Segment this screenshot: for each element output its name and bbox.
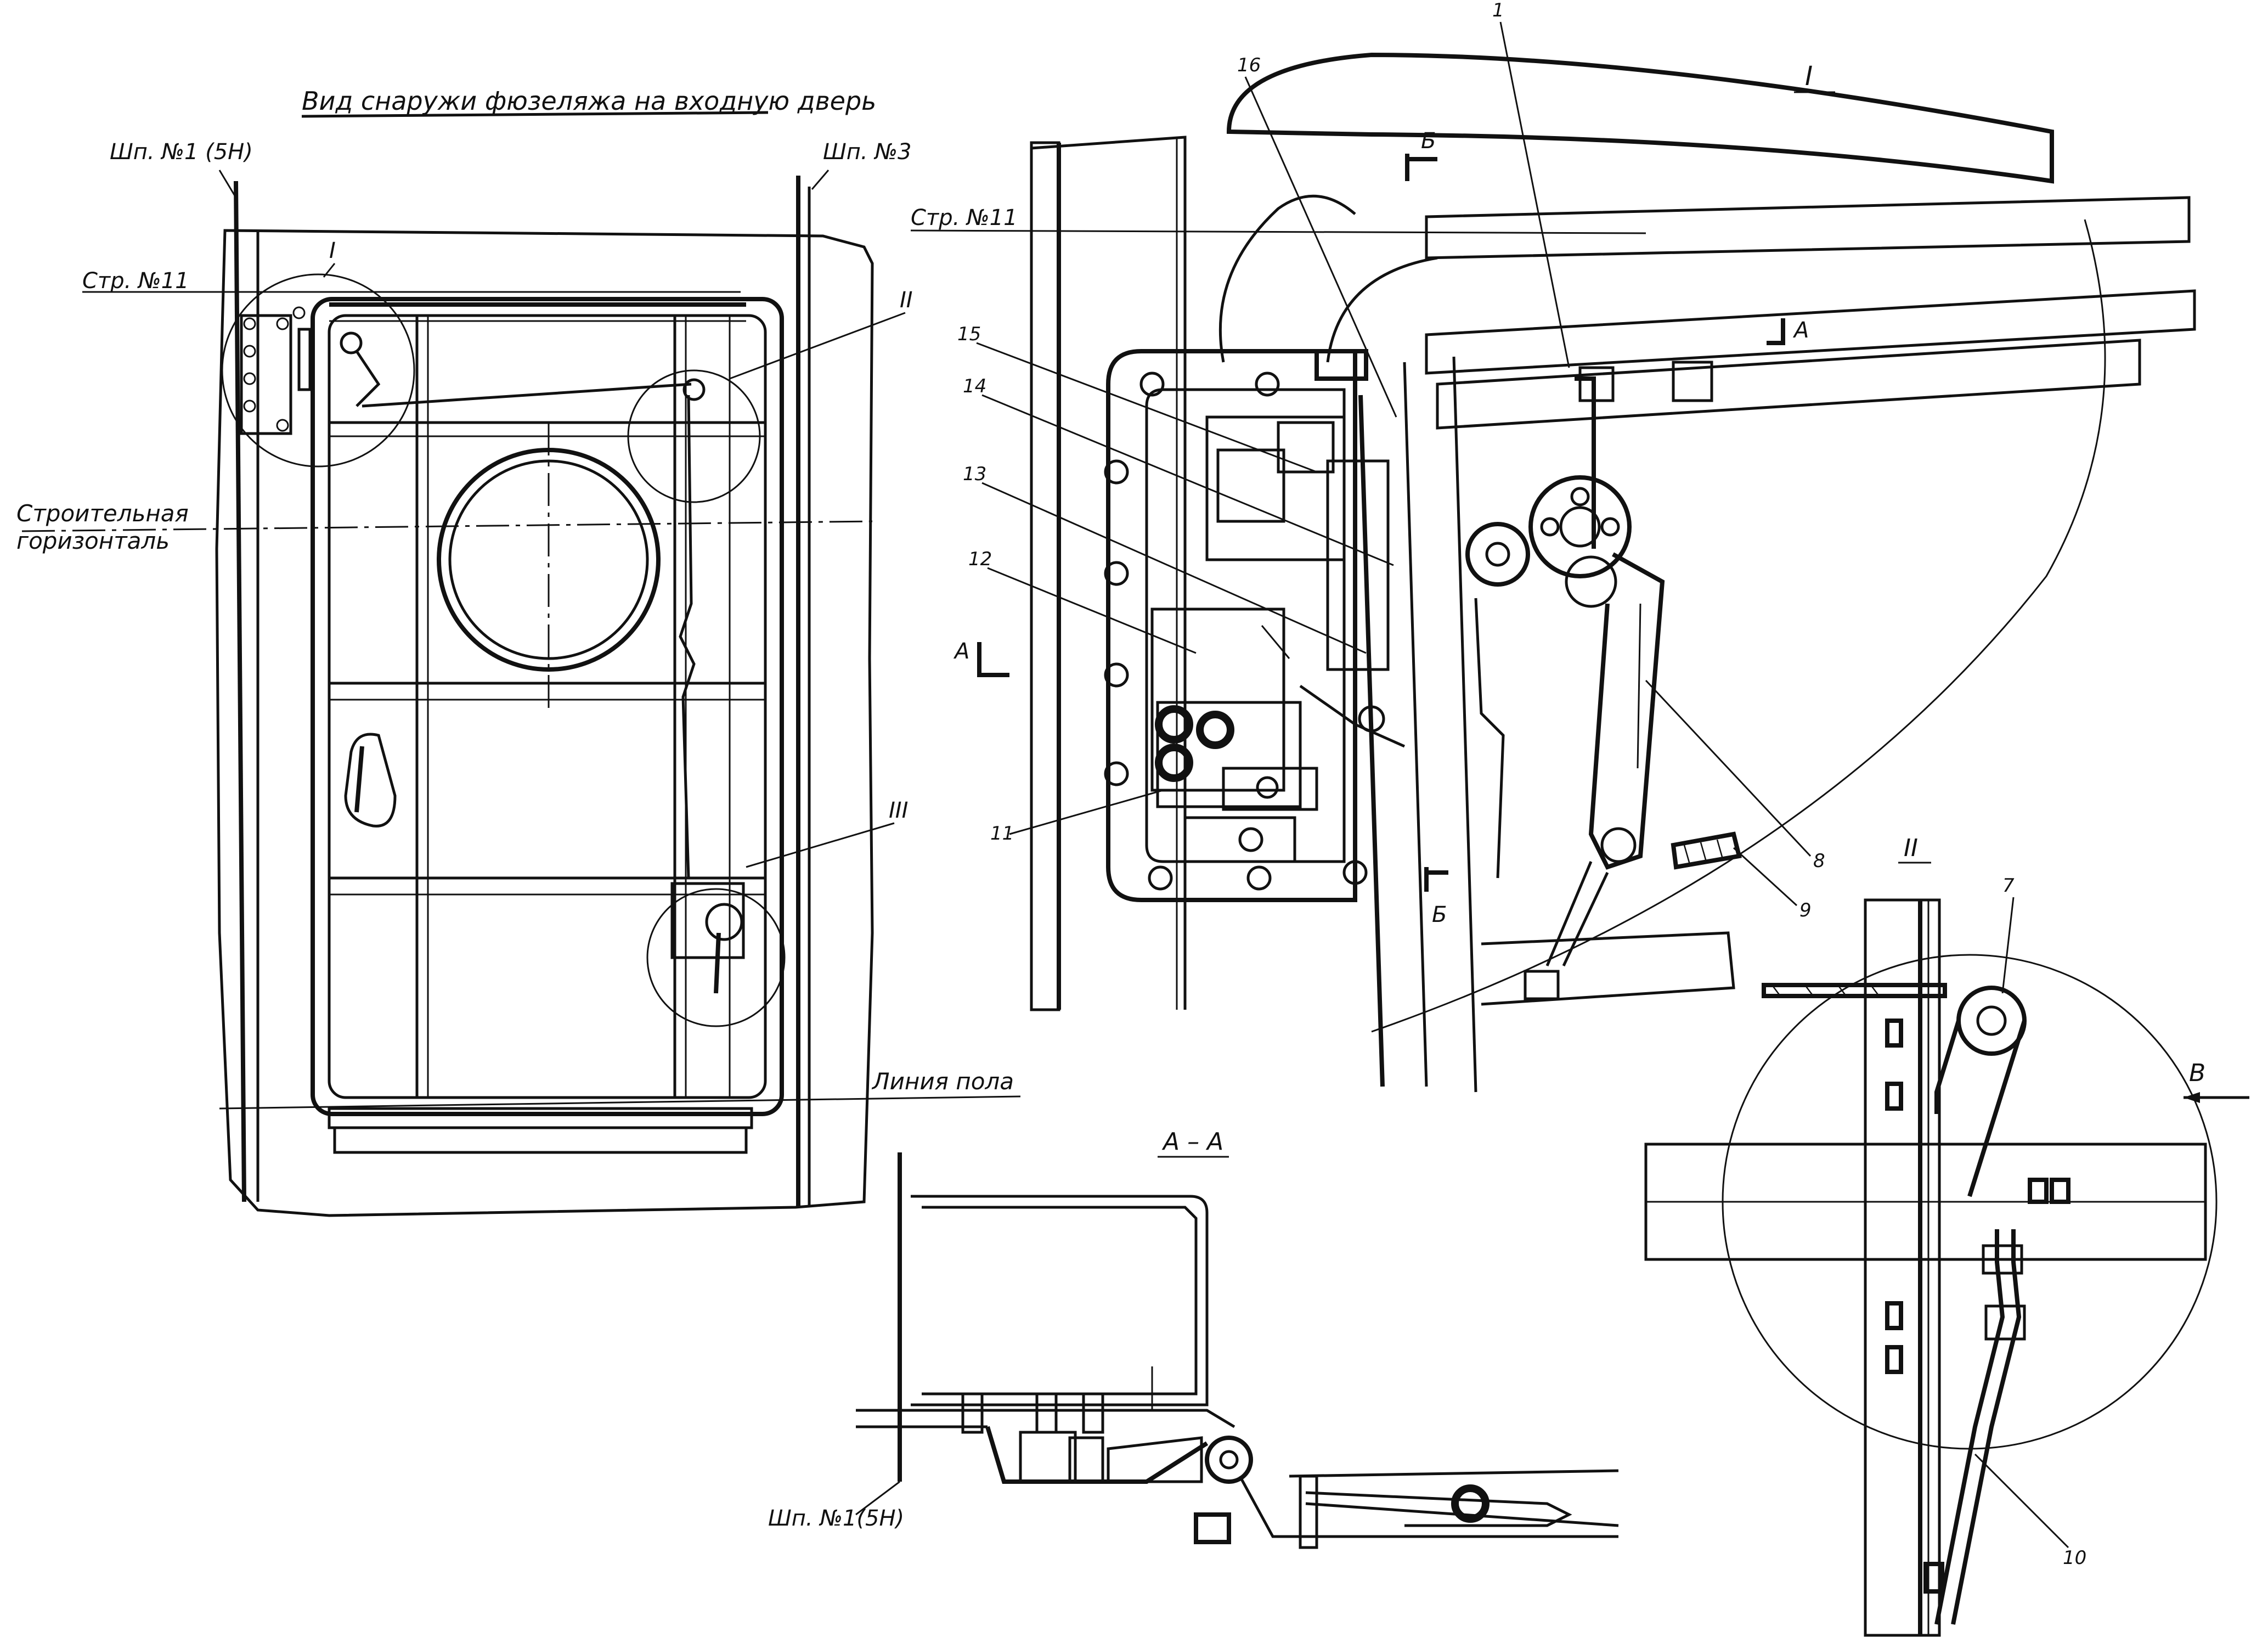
detail-II-marker: II <box>900 288 913 313</box>
callouts-detail-I: 1 16 15 14 13 12 11 8 9 <box>957 0 1825 921</box>
detail-I-marker: I <box>329 238 336 263</box>
view-V-label: В <box>2189 1059 2205 1087</box>
horizontal-label-1: Строительная <box>16 500 189 527</box>
section-AA-bolts <box>961 1392 1253 1484</box>
section-B-top: Б <box>1421 128 1436 154</box>
stringer-11-label-right: Стр. №11 <box>911 205 1018 230</box>
detail-I-title: I <box>1805 61 1813 92</box>
frame-3-label: Шп. №3 <box>823 139 911 165</box>
view-title: Вид снаружи фюзеляжа на входную дверь <box>302 86 876 116</box>
stringer-11-label-left: Стр. №11 <box>82 268 189 294</box>
callout-13: 13 <box>963 463 986 485</box>
callout-8: 8 <box>1813 850 1825 872</box>
section-AA-view: А – А Шп. №1(5Н) <box>768 1128 1619 1549</box>
callout-14: 14 <box>963 375 986 397</box>
rivets-detail-I <box>243 306 306 432</box>
callout-1: 1 <box>1492 0 1504 21</box>
door-exterior-view: Вид снаружи фюзеляжа на входную дверь Шп… <box>16 86 1021 1217</box>
callout-16: 16 <box>1237 54 1261 76</box>
section-A-left: А <box>953 639 969 664</box>
section-B-bottom: Б <box>1432 902 1447 927</box>
callout-9: 9 <box>1799 899 1812 921</box>
frame-1-section-label: Шп. №1(5Н) <box>768 1506 904 1531</box>
callout-10: 10 <box>2063 1547 2086 1569</box>
detail-III-marker: III <box>889 798 908 823</box>
frame-1-label: Шп. №1 (5Н) <box>110 139 253 165</box>
detail-II-title: II <box>1904 834 1918 862</box>
callouts-detail-II: 7 10 <box>1974 875 2086 1569</box>
plate-bolts <box>1104 372 1368 891</box>
detail-I-view: I Стр. №11 Б Б А <box>910 0 2196 1093</box>
section-A-top: А <box>1792 318 1809 343</box>
detail-II-view: II В <box>1644 834 2249 1637</box>
floor-line-label: Линия пола <box>871 1068 1014 1095</box>
callout-7: 7 <box>2002 875 2015 897</box>
detail-II-bolts <box>1885 1019 2070 1594</box>
callout-15: 15 <box>957 323 981 345</box>
callout-12: 12 <box>968 548 992 570</box>
section-AA-title: А – А <box>1161 1128 1223 1156</box>
horizontal-label-2: горизонталь <box>16 527 170 554</box>
